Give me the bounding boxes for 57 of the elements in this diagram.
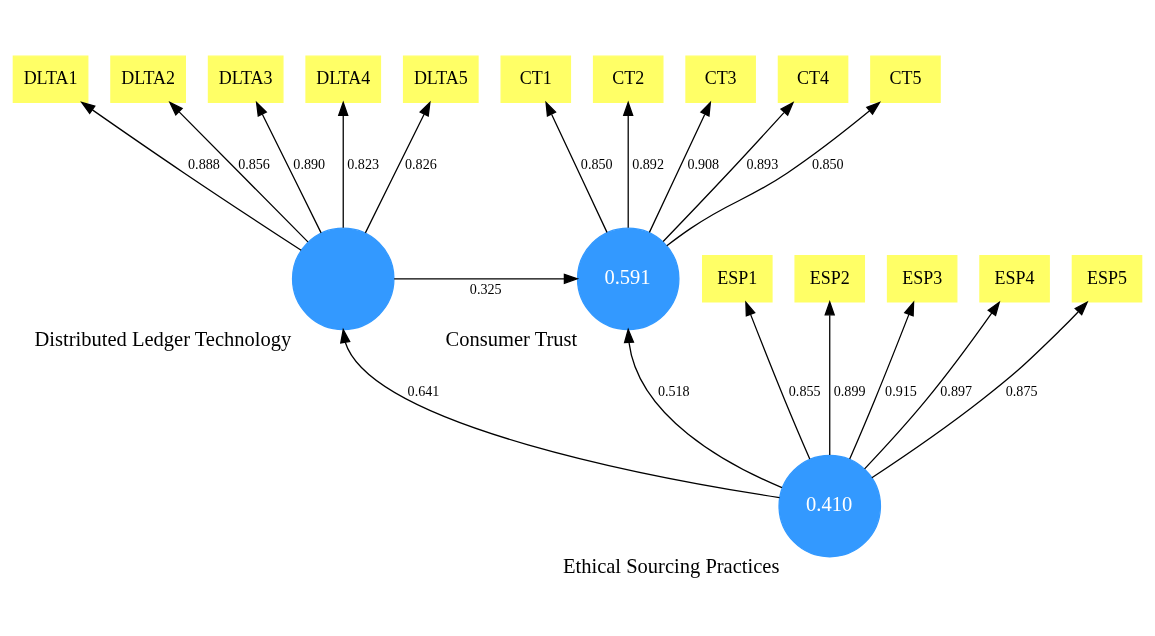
edge-label: 0.641	[407, 383, 440, 400]
edge-label: 0.850	[580, 155, 613, 172]
node-label: Ethical Sourcing Practices	[562, 555, 780, 578]
edge-label: 0.897	[940, 383, 973, 400]
node-label: Distributed Ledger Technology	[34, 327, 292, 350]
node-box: DLTA4	[305, 55, 382, 103]
node-circle: 0.591	[576, 227, 680, 331]
arrow	[255, 100, 322, 234]
edge-label: 0.826	[405, 155, 437, 172]
edge-label: 0.875	[1005, 383, 1038, 400]
arrow	[623, 327, 783, 489]
arrow	[80, 101, 302, 251]
arrow	[662, 101, 795, 243]
arrow	[666, 101, 882, 247]
edge-label: 0.908	[687, 155, 720, 172]
node-circle	[291, 227, 395, 331]
arrow	[168, 101, 309, 243]
node-label: Consumer Trust	[445, 327, 578, 350]
node-box: ESP1	[702, 255, 773, 303]
node-box: DLTA5	[402, 55, 479, 103]
node-circle: 0.410	[778, 454, 882, 558]
edge-label: 0.823	[347, 155, 379, 172]
arrow	[824, 300, 836, 456]
node-box: ESP3	[886, 255, 958, 303]
node-box: DLTA3	[207, 55, 284, 103]
edge-label: 0.899	[833, 383, 866, 400]
node-box: DLTA1	[12, 55, 89, 103]
node-box: ESP5	[1071, 255, 1143, 303]
node-box: DLTA2	[110, 55, 186, 103]
edge-label: 0.915	[885, 383, 917, 400]
edge-label: 0.893	[746, 155, 779, 172]
arrow	[622, 100, 634, 229]
arrow	[745, 300, 811, 460]
edge-label: 0.325	[469, 281, 502, 297]
arrow	[364, 100, 431, 234]
edge-label: 0.856	[238, 155, 270, 172]
node-box: CT4	[777, 55, 849, 103]
node-box: ESP2	[794, 255, 866, 303]
edge-label: 0.890	[293, 155, 326, 172]
arrow	[849, 300, 915, 460]
arrow	[648, 100, 712, 233]
node-box: ESP4	[979, 255, 1050, 303]
arrow	[871, 300, 1089, 479]
edge-label: 0.518	[657, 383, 690, 400]
arrow	[863, 300, 1001, 470]
node-box: CT1	[500, 55, 572, 103]
arrow	[337, 100, 349, 229]
edge-label: 0.850	[811, 155, 844, 172]
edge-label: 0.888	[188, 155, 220, 172]
node-box: CT2	[592, 55, 664, 103]
arrow	[545, 100, 608, 233]
node-box: CT3	[685, 55, 756, 103]
arrow	[340, 327, 781, 499]
arrow	[393, 273, 580, 285]
edge-label: 0.855	[788, 383, 821, 400]
node-box: CT5	[870, 55, 941, 103]
edge-label: 0.892	[632, 155, 664, 172]
